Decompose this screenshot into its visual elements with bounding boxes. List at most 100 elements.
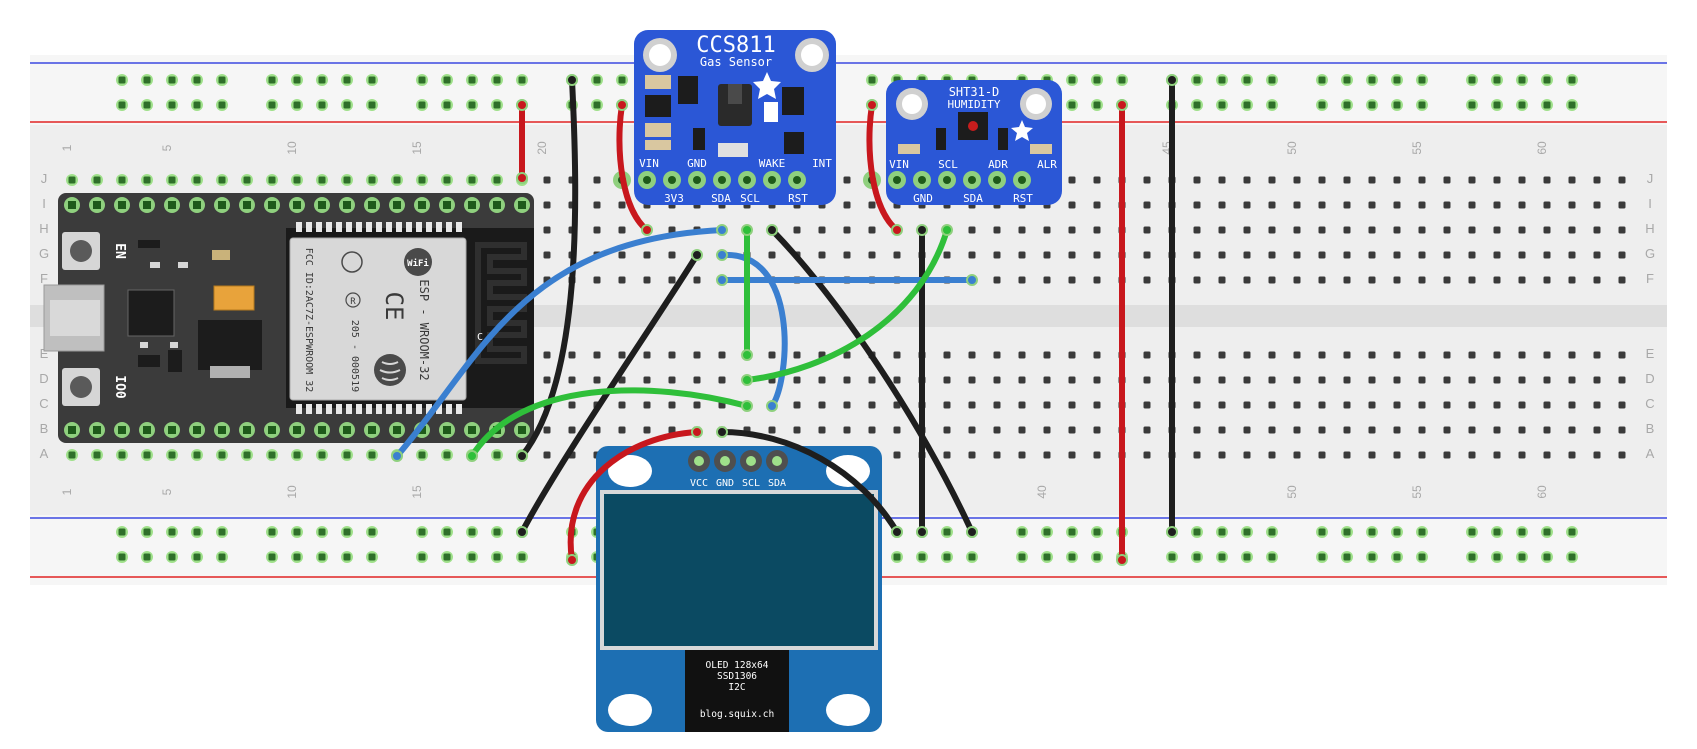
connected-hole-center <box>1393 528 1401 536</box>
wire-green[interactable] <box>744 227 950 383</box>
breadboard-hole <box>843 201 851 209</box>
wire-red[interactable] <box>567 429 700 563</box>
mount-hole-inner <box>902 94 922 114</box>
wire-end-caps <box>391 74 1178 566</box>
wire-black[interactable] <box>519 252 700 535</box>
smd-component <box>138 240 160 248</box>
connected-hole-center <box>1218 76 1226 84</box>
pin-label: VIN <box>639 157 659 170</box>
module-pad <box>326 222 332 232</box>
row-letter: I <box>42 196 46 211</box>
breadboard-hole <box>1618 251 1626 259</box>
breadboard-hole <box>1393 351 1401 359</box>
connected-hole-center <box>1268 553 1276 561</box>
breadboard-hole <box>1618 426 1626 434</box>
breadboard-hole <box>1493 426 1501 434</box>
breadboard-hole <box>1218 426 1226 434</box>
breadboard-hole <box>943 251 951 259</box>
breadboard-hole <box>893 351 901 359</box>
breadboard-hole <box>568 426 576 434</box>
column-number-labels-bottom: 1 5 10 15 40 50 55 60 <box>60 485 1549 499</box>
breadboard-hole <box>1318 376 1326 384</box>
breadboard-hole <box>1493 201 1501 209</box>
breadboard-hole <box>1293 176 1301 184</box>
wire-blue[interactable] <box>394 227 725 459</box>
connected-hole-center <box>193 451 201 459</box>
connected-hole-center <box>168 101 176 109</box>
breadboard-hole <box>668 351 676 359</box>
row-letter: C <box>1645 396 1654 411</box>
column-number: 15 <box>410 141 424 155</box>
breadboard-hole <box>1593 401 1601 409</box>
breadboard-hole <box>693 276 701 284</box>
breadboard-hole <box>1143 201 1151 209</box>
module-pad <box>446 222 452 232</box>
connected-hole-center <box>293 101 301 109</box>
breadboard-hole <box>1293 401 1301 409</box>
wire-black[interactable] <box>719 429 900 535</box>
oled-pin-center <box>772 456 782 466</box>
connected-hole-center <box>443 553 451 561</box>
breadboard-hole <box>1393 426 1401 434</box>
connected-hole-center <box>1493 553 1501 561</box>
breadboard-hole <box>643 351 651 359</box>
wire-green[interactable] <box>469 387 750 459</box>
wire-end <box>466 450 478 462</box>
breadboard-hole <box>1418 401 1426 409</box>
breadboard-hole <box>1543 176 1551 184</box>
connected-hole-center <box>193 76 201 84</box>
breadboard-hole <box>1043 276 1051 284</box>
connected-hole-center <box>93 176 101 184</box>
mount-hole-inner <box>801 44 823 66</box>
wire-end <box>641 224 653 236</box>
connected-hole-center <box>1518 101 1526 109</box>
module-pad <box>376 404 382 414</box>
connected-hole-center <box>443 528 451 536</box>
wire-end <box>741 374 753 386</box>
wire-end <box>766 224 778 236</box>
breadboard-hole <box>1418 276 1426 284</box>
smd-component <box>150 262 160 268</box>
connected-hole-center <box>193 101 201 109</box>
connected-hole-center <box>1193 76 1201 84</box>
breadboard-hole <box>1568 176 1576 184</box>
breadboard-hole <box>543 351 551 359</box>
connected-hole-center <box>293 528 301 536</box>
breadboard-hole <box>1493 176 1501 184</box>
connected-hole-center <box>1093 76 1101 84</box>
header-pin-center <box>268 426 276 434</box>
breadboard-hole <box>1518 251 1526 259</box>
column-number: 10 <box>285 141 299 155</box>
wire-end <box>891 224 903 236</box>
breadboard-hole <box>868 401 876 409</box>
connected-hole-center <box>193 553 201 561</box>
breadboard-hole <box>993 401 1001 409</box>
breadboard-hole <box>1218 351 1226 359</box>
ccs811-header-pins <box>613 171 806 189</box>
row-letter: H <box>1645 221 1654 236</box>
connected-hole-center <box>343 76 351 84</box>
smd-component <box>138 355 160 367</box>
breadboard-hole <box>1093 201 1101 209</box>
sht31-subtitle: HUMIDITY <box>948 98 1001 111</box>
pin-label: RST <box>788 192 808 205</box>
breadboard-hole <box>1443 276 1451 284</box>
wire-red[interactable] <box>866 102 900 233</box>
ccs811-pin-center <box>643 176 651 184</box>
connected-hole-center <box>118 76 126 84</box>
pin-label: SCL <box>740 192 760 205</box>
wire-black[interactable] <box>769 227 975 535</box>
wire-black[interactable] <box>519 77 579 459</box>
breadboard-hole <box>693 351 701 359</box>
breadboard-hole <box>1093 176 1101 184</box>
breadboard-hole <box>693 401 701 409</box>
connected-hole-center <box>443 101 451 109</box>
connected-hole-center <box>368 76 376 84</box>
module-pad <box>416 222 422 232</box>
smd-component <box>212 250 230 260</box>
breadboard-hole <box>593 226 601 234</box>
wire-red[interactable] <box>616 102 650 233</box>
connected-hole-center <box>93 451 101 459</box>
connected-hole-center <box>1518 553 1526 561</box>
breadboard-hole <box>1293 426 1301 434</box>
